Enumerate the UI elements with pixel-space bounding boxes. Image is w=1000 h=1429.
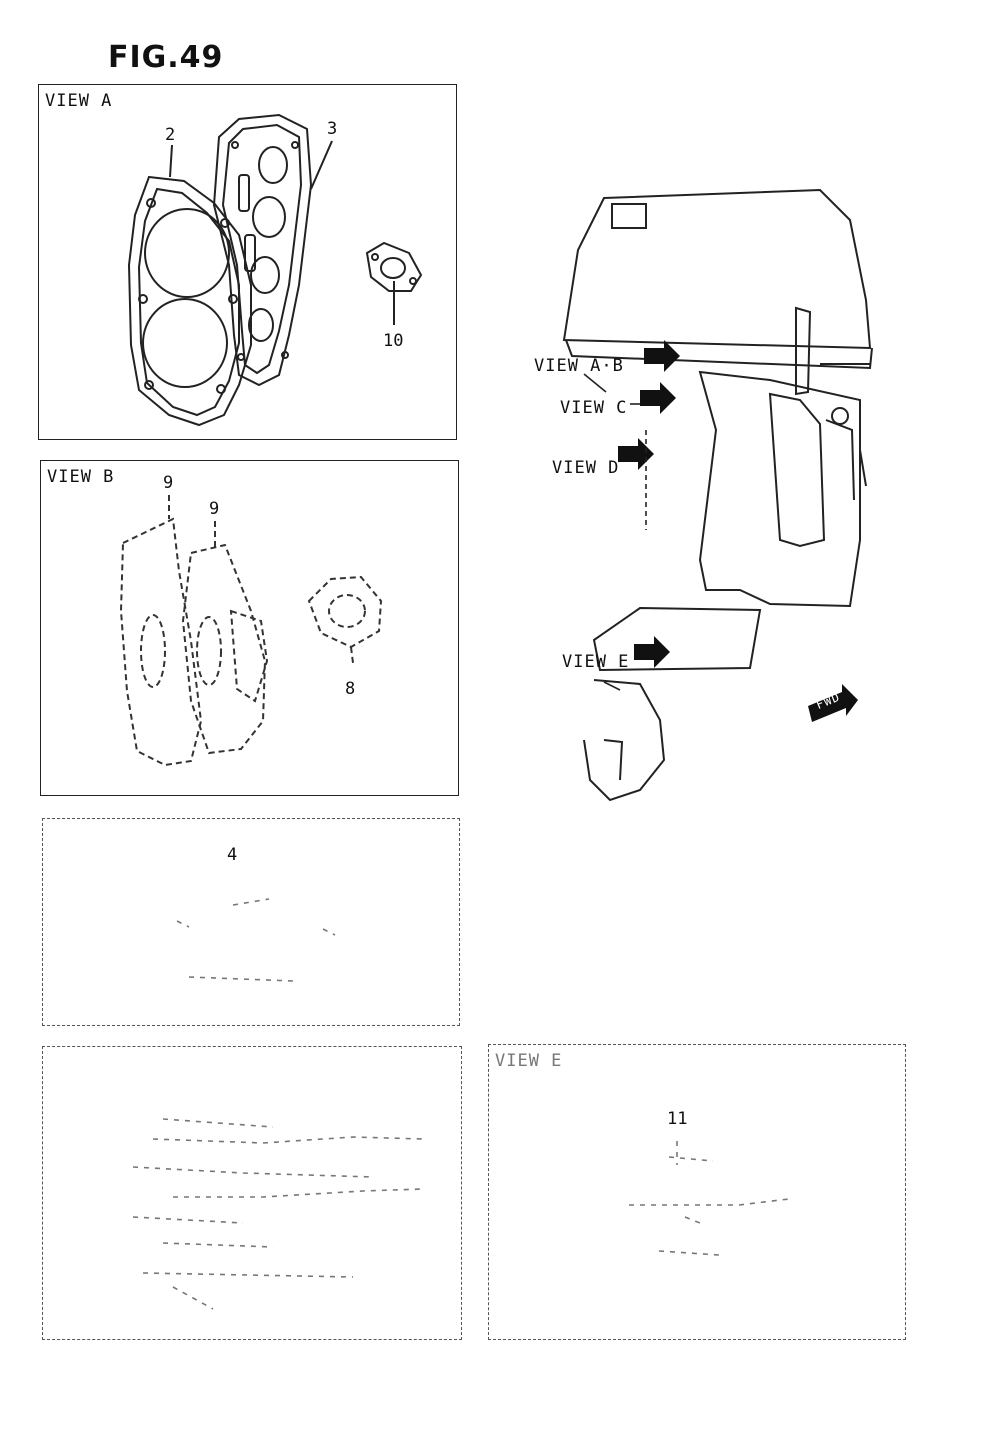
figure-title: FIG.49: [108, 40, 224, 75]
panel-view-b: VIEW B 9 9 8: [40, 460, 459, 796]
engine-label-view-d: VIEW D: [552, 458, 620, 478]
fwd-arrow: [808, 684, 858, 722]
callout-11: 11: [667, 1109, 688, 1129]
arrow-view-e: [634, 636, 670, 668]
callout-9-left: 9: [163, 473, 174, 493]
cowl-vent: [611, 203, 647, 229]
callout-3: 3: [327, 119, 338, 139]
view-e-drawing: [629, 1141, 790, 1256]
callout-4: 4: [227, 845, 238, 865]
callout-8: 8: [345, 679, 356, 699]
callout-10: 10: [383, 331, 404, 351]
panel-view-e: VIEW E 11: [488, 1044, 906, 1340]
engine-label-view-e: VIEW E: [562, 652, 630, 672]
arrow-view-d: [618, 438, 654, 470]
intake-gasket-drawing: [119, 495, 383, 767]
view-d-drawing: [132, 1118, 424, 1310]
panel-view-c: 4: [42, 818, 460, 1026]
engine-label-view-ab: VIEW A·B: [534, 356, 624, 376]
panel-view-d: [42, 1046, 462, 1340]
panel-view-b-label: VIEW B: [47, 467, 115, 487]
engine-label-view-c: VIEW C: [560, 398, 628, 418]
arrow-view-ab: [644, 340, 680, 372]
head-gasket-drawing: [127, 113, 423, 427]
view-c-drawing: [176, 898, 336, 982]
callout-9-right: 9: [209, 499, 220, 519]
panel-view-e-label: VIEW E: [495, 1051, 563, 1071]
panel-view-a-label: VIEW A: [45, 91, 113, 111]
callout-2: 2: [165, 125, 176, 145]
arrow-view-c: [640, 382, 676, 414]
panel-view-a: VIEW A 2 3 10: [38, 84, 457, 440]
